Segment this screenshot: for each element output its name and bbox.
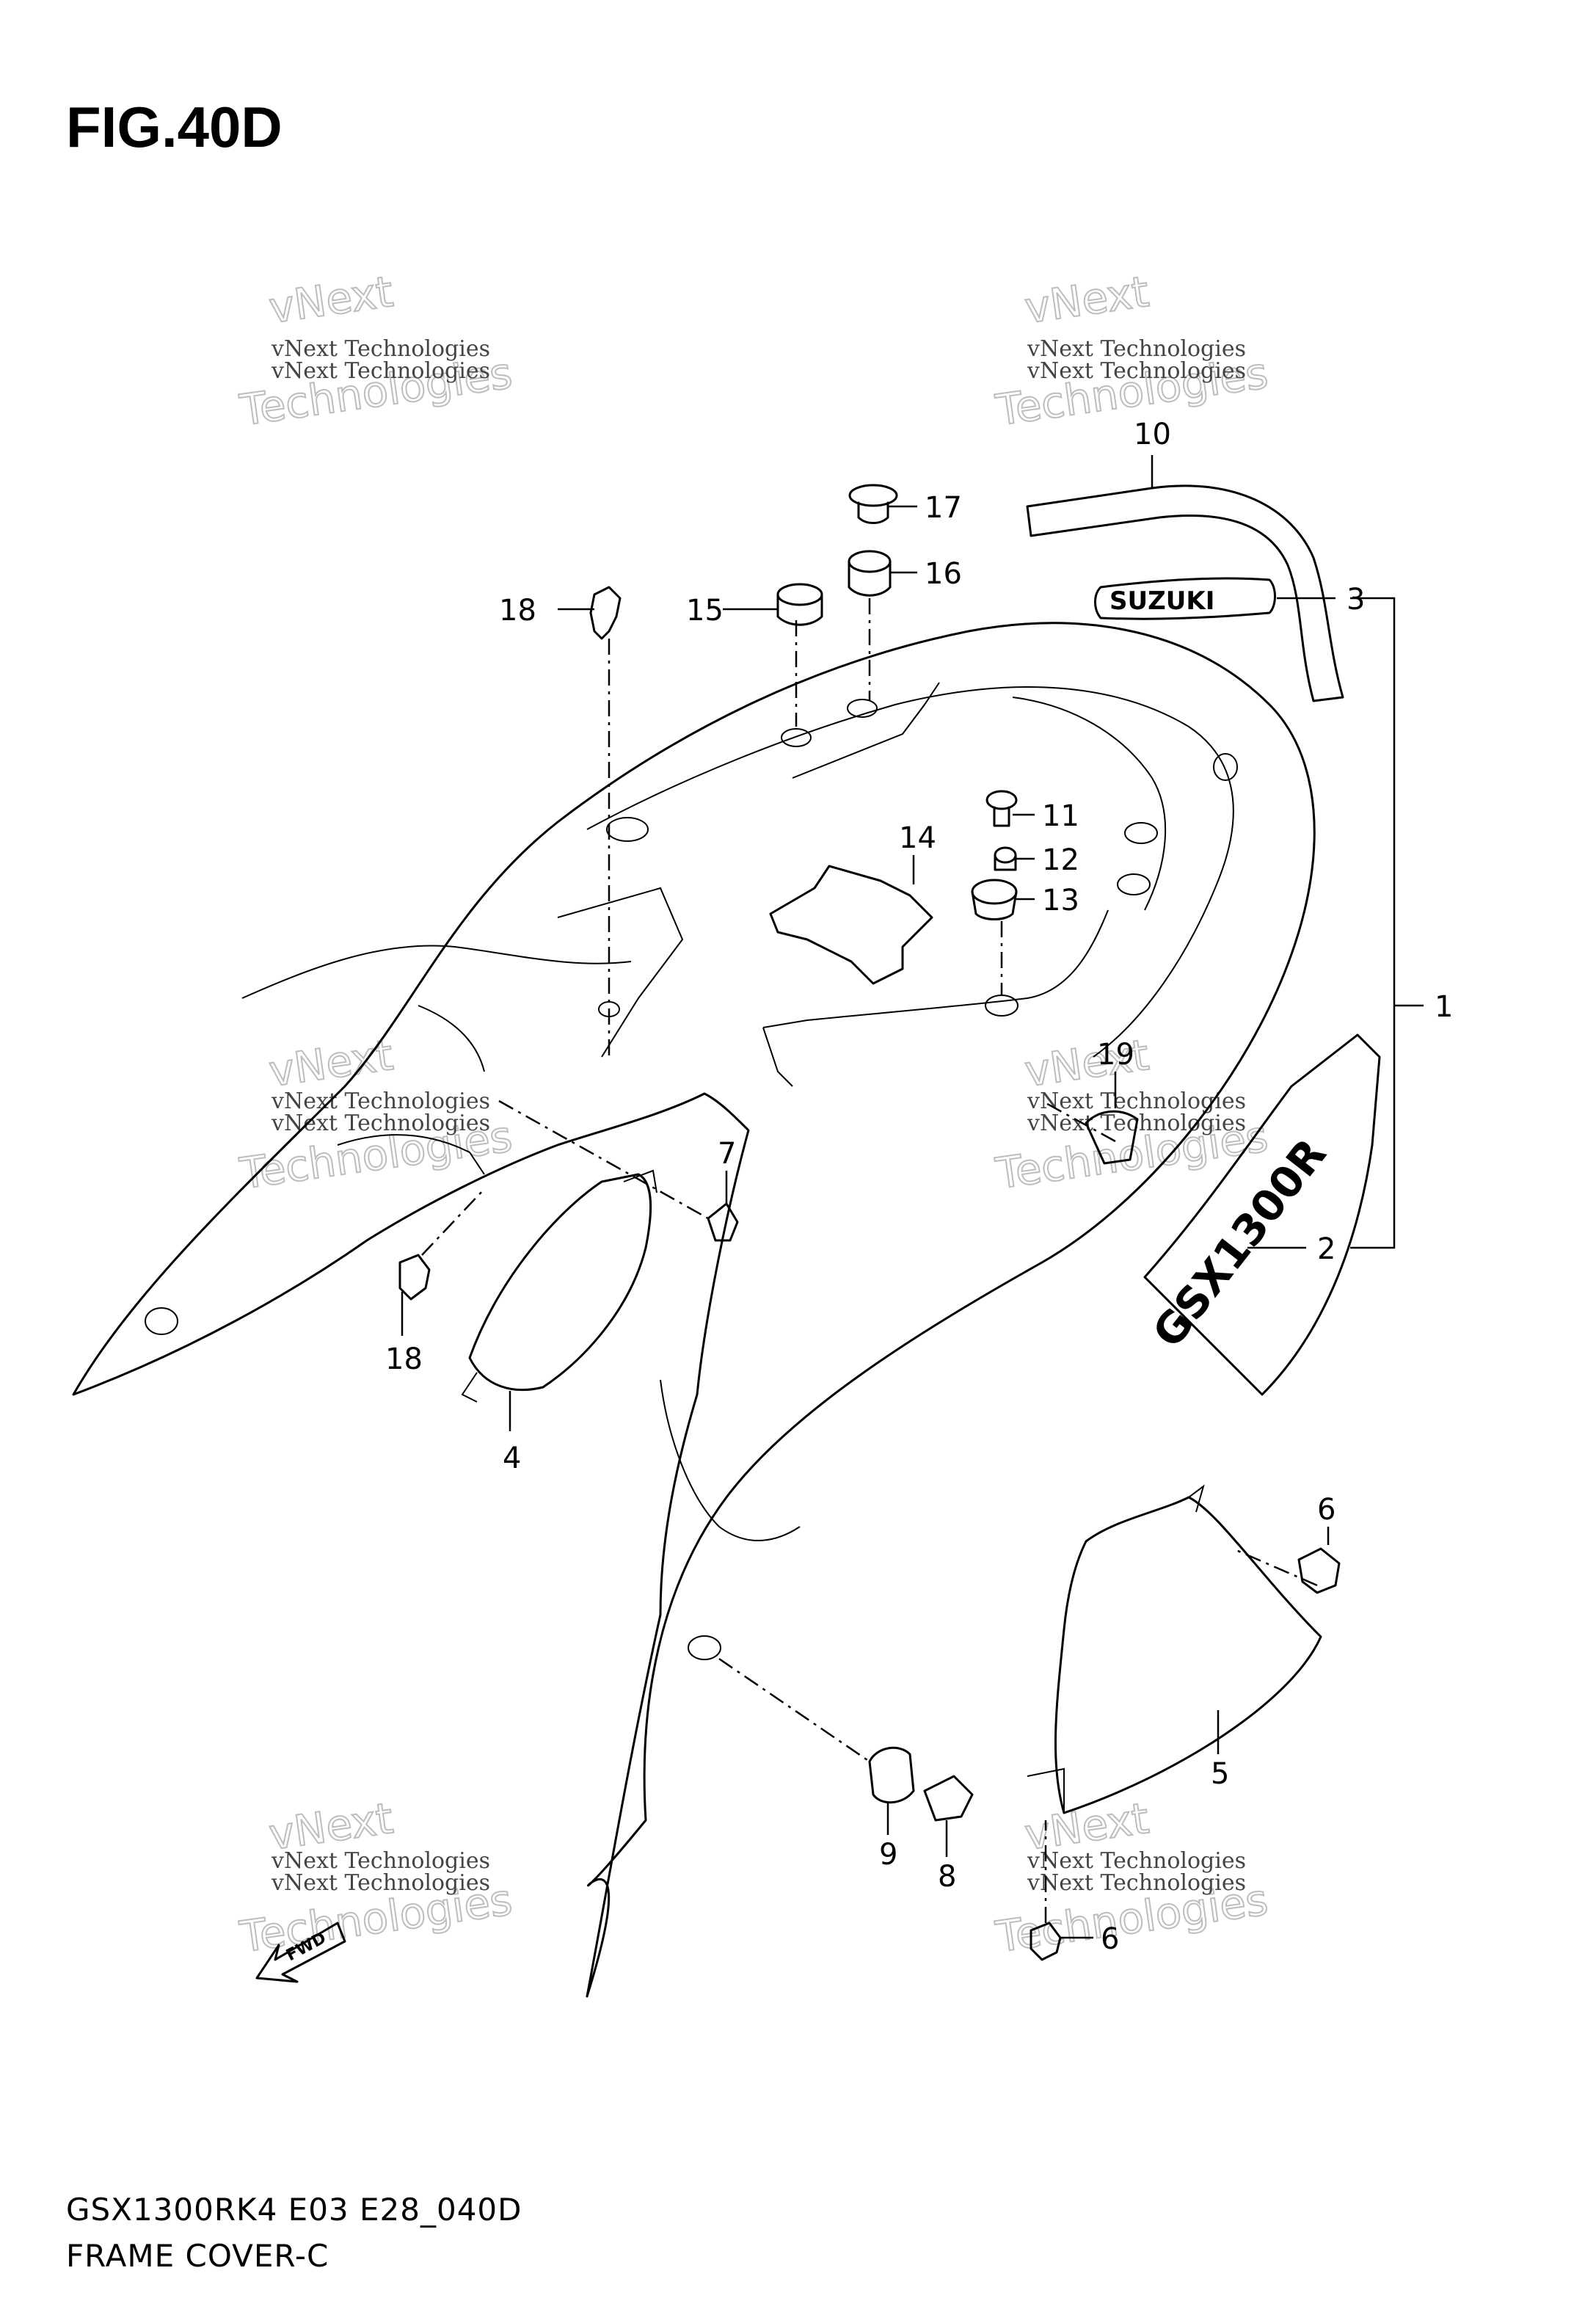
callout-8: 8 bbox=[938, 1860, 956, 1894]
bolt-part-11 bbox=[985, 790, 1018, 827]
watermark-text: vNext Technologies bbox=[271, 1088, 490, 1114]
watermark-text: vNext Technologies bbox=[271, 1110, 490, 1136]
callout-2: 2 bbox=[1317, 1232, 1336, 1266]
rivet-part-6-bottom bbox=[1030, 1922, 1062, 1961]
assembly-bracket bbox=[1350, 597, 1424, 1249]
section-name: FRAME COVER-C bbox=[66, 2238, 329, 2274]
watermark-text: vNext Technologies bbox=[271, 1870, 490, 1896]
figure-title: FIG.40D bbox=[66, 95, 283, 159]
watermark-top: vNext bbox=[1021, 266, 1151, 333]
callout-16: 16 bbox=[925, 557, 962, 591]
leader-lines bbox=[401, 455, 1336, 1939]
callout-1: 1 bbox=[1435, 990, 1453, 1024]
watermark-text: vNext Technologies bbox=[1027, 1848, 1246, 1874]
callout-6-bottom: 6 bbox=[1101, 1922, 1119, 1956]
watermark-text: vNext Technologies bbox=[1027, 1088, 1246, 1114]
callout-5: 5 bbox=[1211, 1757, 1229, 1791]
nut-part-12 bbox=[994, 846, 1017, 871]
model-code: GSX1300RK4 E03 E28_040D bbox=[66, 2192, 522, 2228]
callout-10: 10 bbox=[1134, 418, 1171, 451]
grommet-part-16 bbox=[848, 550, 892, 597]
grommet-part-15 bbox=[776, 583, 823, 626]
watermark-text: vNext Technologies bbox=[1027, 336, 1246, 362]
callout-6-top: 6 bbox=[1317, 1493, 1336, 1527]
callout-4: 4 bbox=[503, 1442, 521, 1475]
suzuki-decal-text: SUZUKI bbox=[1109, 586, 1214, 616]
watermark-3: vNext bbox=[265, 1029, 396, 1097]
inner-cover-part-4 bbox=[461, 1169, 657, 1403]
callout-9: 9 bbox=[879, 1838, 897, 1872]
callout-13: 13 bbox=[1042, 884, 1079, 917]
callout-14: 14 bbox=[899, 821, 936, 855]
watermark-text: vNext Technologies bbox=[1027, 358, 1246, 384]
grommet-part-13 bbox=[971, 879, 1018, 920]
watermark-1: vNext bbox=[265, 266, 396, 334]
callout-12: 12 bbox=[1042, 843, 1079, 877]
callout-17: 17 bbox=[925, 491, 962, 525]
tail-cowl-part-1 bbox=[72, 622, 1316, 1998]
bolt-part-8 bbox=[923, 1775, 974, 1822]
rivet-part-6-top bbox=[1297, 1547, 1341, 1594]
callout-7: 7 bbox=[718, 1137, 736, 1171]
rivet-part-18-bottom bbox=[398, 1254, 431, 1301]
callout-15: 15 bbox=[686, 594, 724, 628]
rivet-part-18-top bbox=[589, 586, 622, 640]
cap-part-17 bbox=[848, 484, 898, 524]
grab-bar-part-10 bbox=[1026, 484, 1344, 702]
cushion-part-9 bbox=[868, 1746, 915, 1804]
assembly-lines bbox=[421, 598, 1318, 1923]
callout-11: 11 bbox=[1042, 799, 1079, 833]
watermark-text: vNext Technologies bbox=[1027, 1870, 1246, 1896]
callouts: 1 2 3 4 5 6 6 7 8 9 10 11 12 13 14 15 16… bbox=[385, 418, 1453, 1956]
watermark-text: vNext Technologies bbox=[271, 1848, 490, 1874]
watermark-top: vNext bbox=[266, 266, 396, 333]
callout-18-bottom: 18 bbox=[385, 1342, 423, 1376]
suzuki-decal-part-3: SUZUKI bbox=[1094, 577, 1276, 620]
bracket-part-14 bbox=[769, 865, 933, 985]
watermark-text: vNext Technologies bbox=[271, 336, 490, 362]
screw-part-7 bbox=[707, 1202, 739, 1242]
watermark-top: vNext bbox=[266, 1030, 396, 1097]
clip-part-19 bbox=[1085, 1110, 1139, 1165]
callout-18-top: 18 bbox=[499, 594, 536, 628]
callout-3: 3 bbox=[1347, 583, 1365, 617]
callout-19: 19 bbox=[1097, 1038, 1134, 1072]
watermark-2: vNext bbox=[1021, 266, 1152, 334]
watermark-text: vNext Technologies bbox=[271, 358, 490, 384]
side-cover-part-5 bbox=[1027, 1484, 1322, 1814]
